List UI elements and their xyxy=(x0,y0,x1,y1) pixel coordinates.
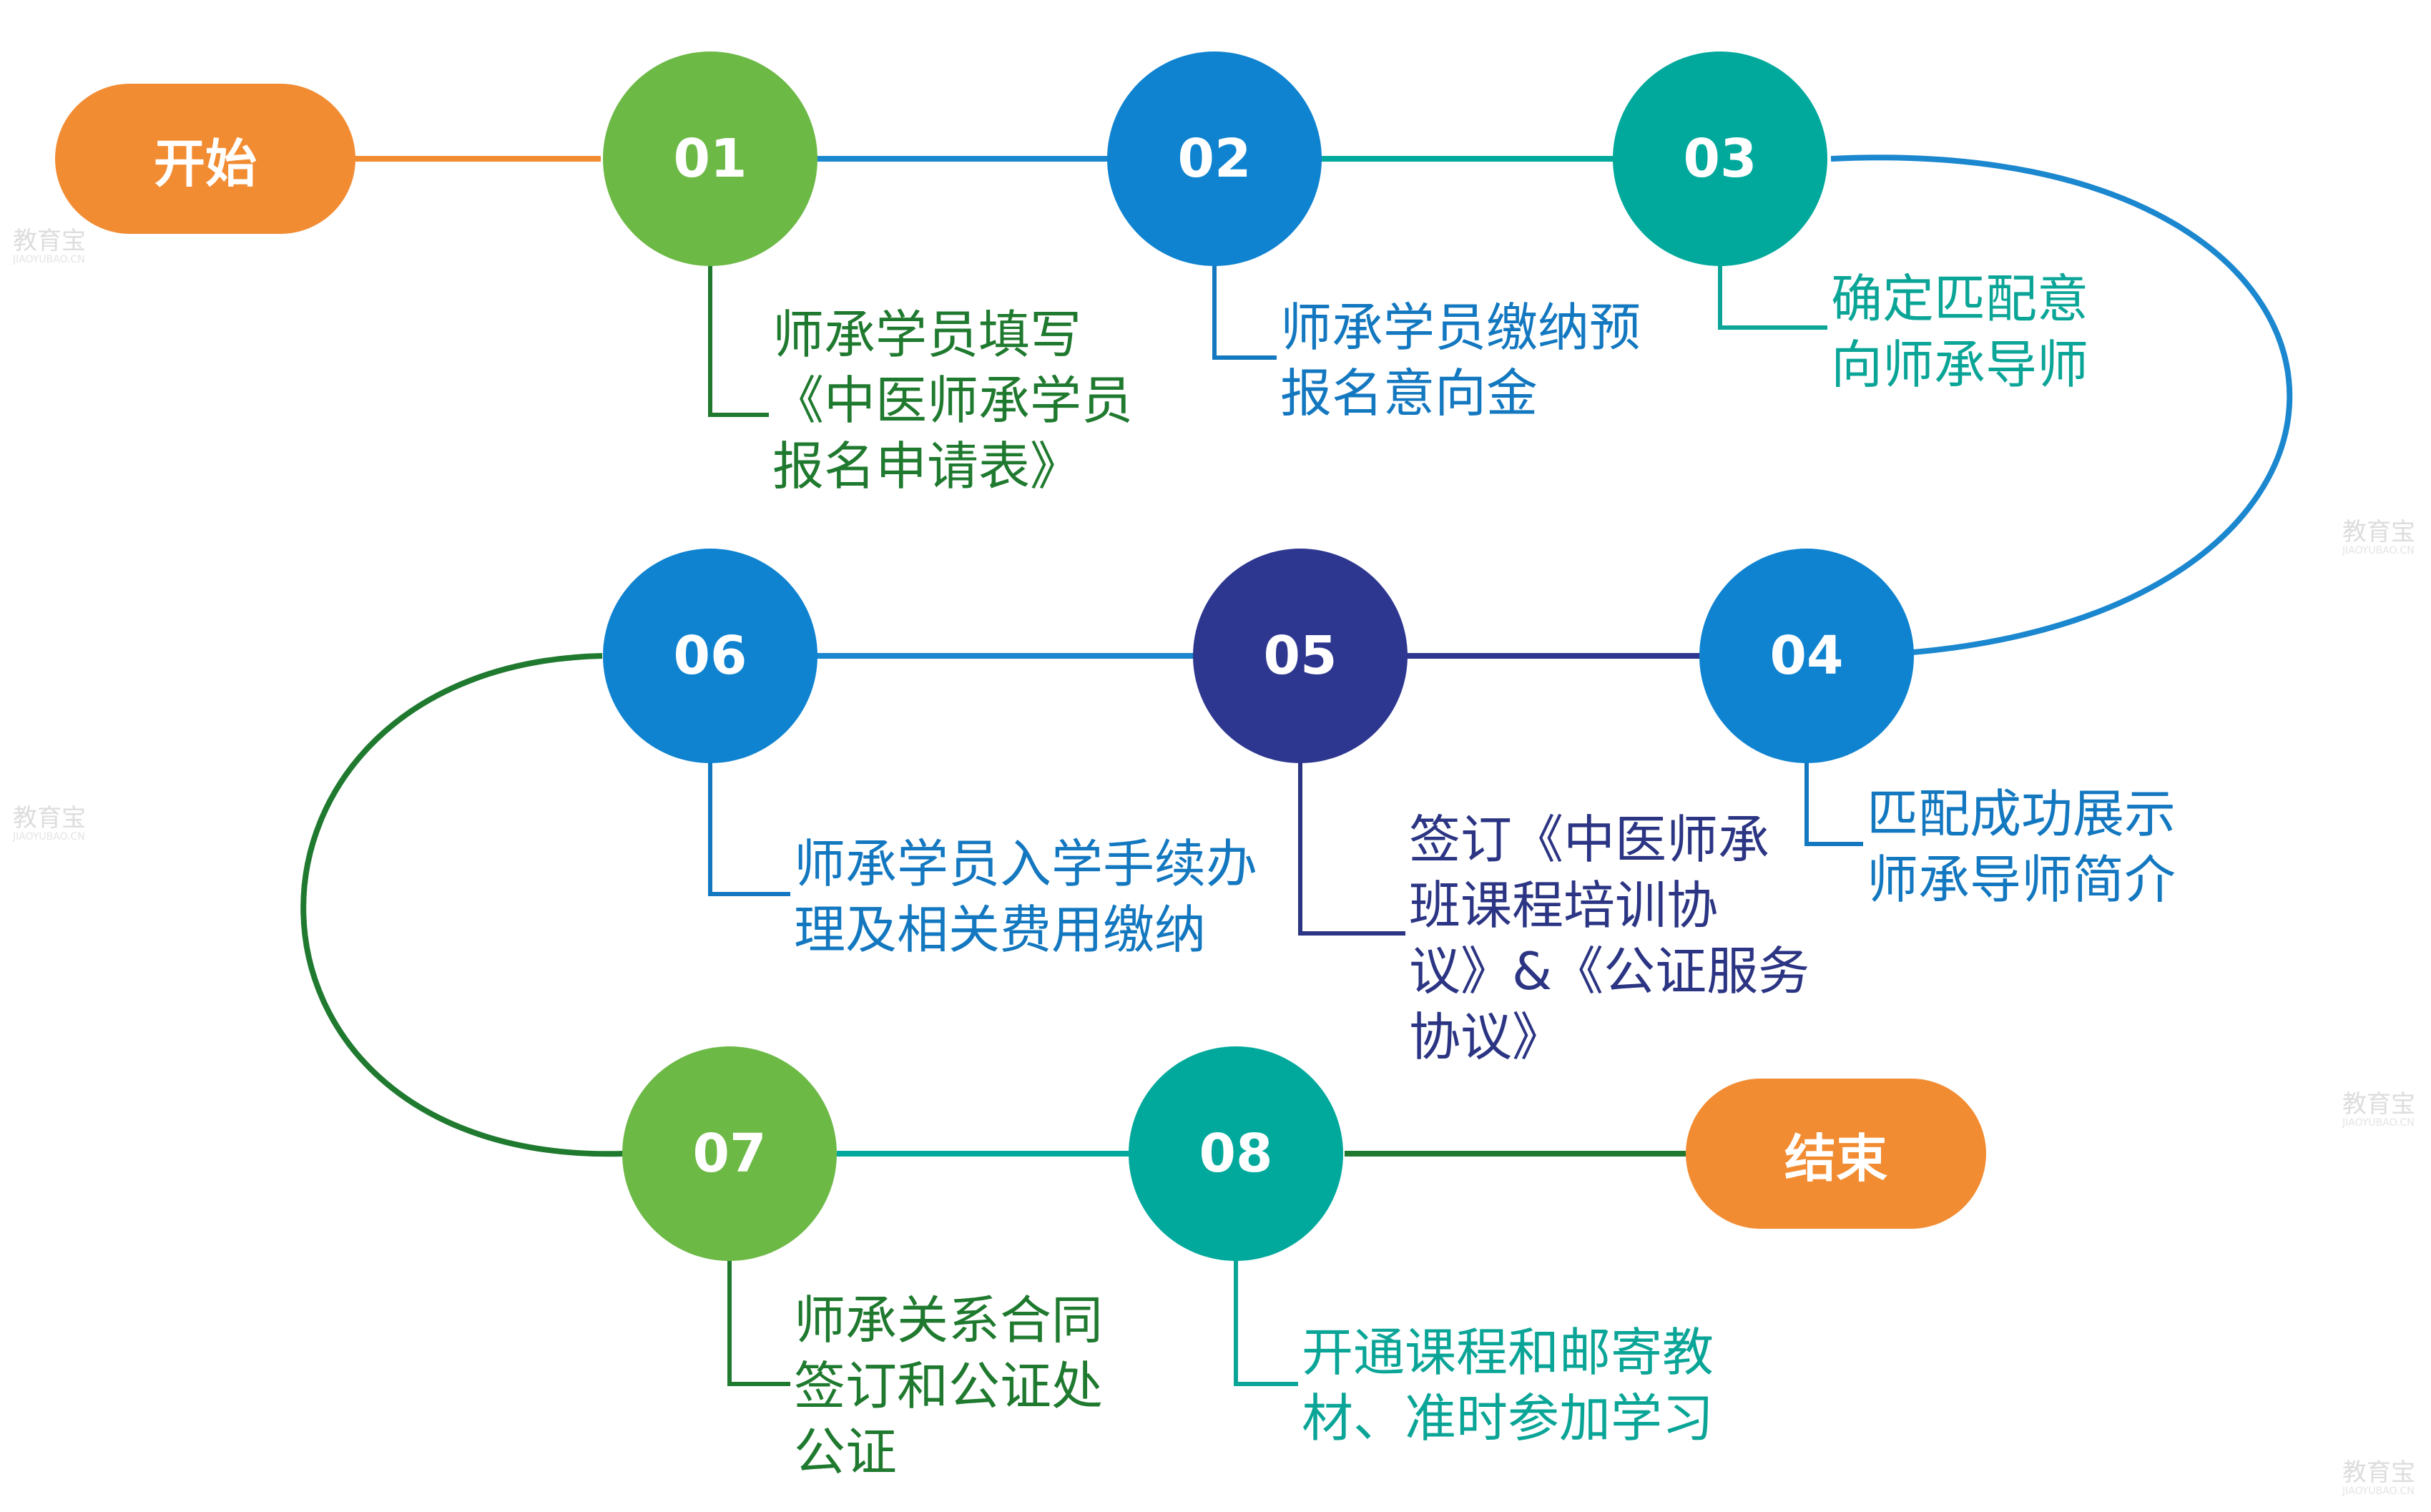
step-node-06: 06 xyxy=(603,549,817,763)
step-desc-04: 匹配成功展示 师承导师简介 xyxy=(1867,784,2176,910)
leader-02 xyxy=(1212,265,1277,360)
step-desc-01: 师承学员填写 《中医师承学员 报名申请表》 xyxy=(772,305,1134,496)
step-node-02: 02 xyxy=(1107,51,1322,266)
connector-06-07-curve xyxy=(300,653,624,1157)
step-node-05: 05 xyxy=(1193,549,1408,763)
leader-05 xyxy=(1298,762,1405,936)
step-desc-03: 确定匹配意 向师承导师 xyxy=(1831,269,2089,395)
leader-04 xyxy=(1804,762,1863,846)
connector-03-04-curve xyxy=(1809,154,2293,659)
step-node-03: 03 xyxy=(1613,51,1827,266)
start-pill: 开始 xyxy=(55,84,355,234)
step-desc-02: 师承学员缴纳预 报名意向金 xyxy=(1280,298,1641,423)
step-node-04: 04 xyxy=(1699,549,1914,763)
leader-01 xyxy=(708,265,769,417)
step-desc-06: 师承学员入学手续办 理及相关费用缴纳 xyxy=(794,834,1258,960)
step-node-01: 01 xyxy=(603,51,817,266)
step-node-07: 07 xyxy=(622,1046,837,1261)
leader-06 xyxy=(708,762,790,896)
leader-08 xyxy=(1234,1259,1298,1386)
step-desc-07: 师承关系合同 签订和公证处 公证 xyxy=(794,1290,1104,1482)
leader-03 xyxy=(1718,265,1827,330)
step-desc-08: 开通课程和邮寄教 材、准时参加学习 xyxy=(1302,1322,1714,1448)
leader-07 xyxy=(727,1259,790,1386)
step-node-08: 08 xyxy=(1129,1046,1343,1261)
end-pill: 结束 xyxy=(1686,1079,1986,1229)
step-desc-05: 签订《中医师承 班课程培训协 议》&《公证服务 协议》 xyxy=(1409,810,1810,1067)
